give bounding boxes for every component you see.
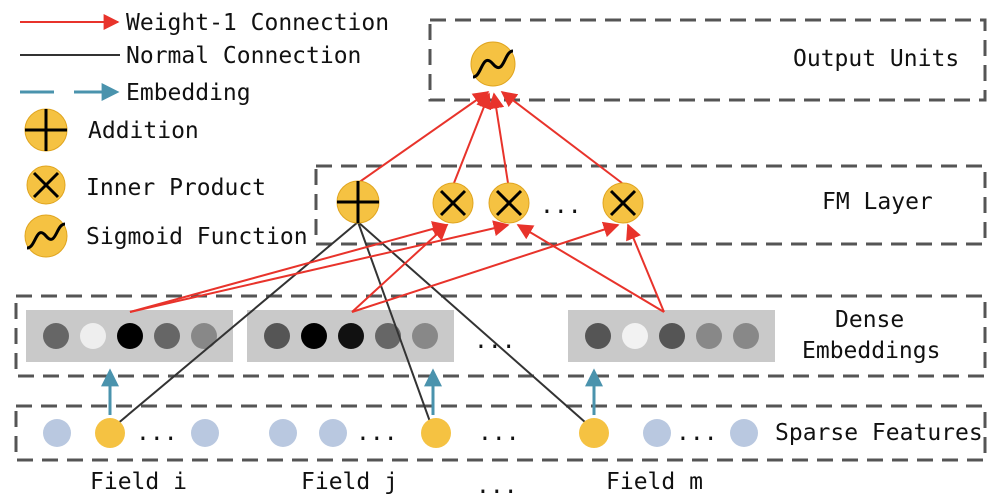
addition-icon xyxy=(24,108,68,152)
w1-line xyxy=(129,221,449,313)
w1-line xyxy=(500,91,623,184)
embedding-unit xyxy=(43,323,69,349)
field-j-label: Field j xyxy=(301,469,398,495)
embedding-unit xyxy=(264,323,290,349)
embedding-unit xyxy=(585,323,611,349)
fm-inner-product-node xyxy=(432,182,474,224)
fm-addition-node xyxy=(336,180,380,224)
w1-line xyxy=(626,223,665,313)
w1-line xyxy=(357,91,490,184)
dense-label-line1: Dense xyxy=(835,307,904,333)
w1-line xyxy=(453,92,492,184)
embedding-unit xyxy=(622,323,648,349)
embedding-unit xyxy=(154,323,180,349)
embedding-unit xyxy=(338,323,364,349)
sparse-features: ... ... ... ... xyxy=(43,418,758,448)
fm-layer-label: FM Layer xyxy=(822,189,933,215)
sparse-features-box xyxy=(14,404,987,462)
normal-line-field-i xyxy=(109,221,359,431)
fm-ellipsis: ... xyxy=(540,193,582,219)
sparse-ellipsis-mid: ... xyxy=(478,420,520,446)
field-m-label: Field m xyxy=(606,469,703,495)
embedding-unit xyxy=(301,323,327,349)
legend: Weight-1 Connection Normal Connection Em… xyxy=(20,10,389,258)
embedding-unit xyxy=(412,323,438,349)
legend-sigmoid-label: Sigmoid Function xyxy=(86,224,308,250)
legend-addition-label: Addition xyxy=(88,118,199,144)
legend-normal-label: Normal Connection xyxy=(126,43,361,69)
sparse-active-node-field-j xyxy=(421,418,451,448)
sparse-ellipsis-i: ... xyxy=(136,420,178,446)
w1-line xyxy=(351,221,620,313)
sparse-feature-node xyxy=(269,419,297,447)
sparse-feature-node xyxy=(319,419,347,447)
fm-layer-box xyxy=(314,164,987,246)
fm-inner-product-node xyxy=(602,182,644,224)
sparse-ellipsis-m: ... xyxy=(676,420,718,446)
dense-embedding-groups xyxy=(26,310,775,362)
sparse-active-node-field-i xyxy=(95,418,125,448)
embedding-unit xyxy=(733,323,759,349)
field-ellipsis: ... xyxy=(476,473,518,499)
embedding-unit xyxy=(375,323,401,349)
embedding-unit xyxy=(117,323,143,349)
embedding-unit xyxy=(80,323,106,349)
normal-line-field-m xyxy=(357,221,595,431)
inner-product-icon xyxy=(26,165,66,205)
sparse-feature-node xyxy=(730,419,758,447)
dense-ellipsis: ... xyxy=(474,328,516,354)
sparse-active-node-field-m xyxy=(579,418,609,448)
output-units-box xyxy=(428,18,987,102)
weight1-connections xyxy=(129,91,665,313)
dense-embeddings-box xyxy=(14,294,987,378)
dense-label-line2: Embeddings xyxy=(802,338,940,364)
output-units-label: Output Units xyxy=(793,46,959,72)
embedding-unit xyxy=(696,323,722,349)
sparse-feature-node xyxy=(43,419,71,447)
legend-inner-product-label: Inner Product xyxy=(86,175,266,201)
embedding-unit xyxy=(659,323,685,349)
fm-inner-product-node xyxy=(488,182,530,224)
legend-weight1-label: Weight-1 Connection xyxy=(126,10,389,36)
sigmoid-icon xyxy=(24,214,68,258)
embedding-unit xyxy=(191,323,217,349)
sparse-features-label: Sparse Features xyxy=(775,420,983,446)
field-i-label: Field i xyxy=(90,469,187,495)
w1-line xyxy=(351,223,449,313)
sparse-feature-node xyxy=(191,419,219,447)
sparse-feature-node xyxy=(643,419,671,447)
w1-line xyxy=(488,92,509,184)
w1-line xyxy=(516,224,665,313)
sparse-ellipsis-j: ... xyxy=(356,420,398,446)
embedding-arrows xyxy=(101,368,603,415)
legend-embedding-label: Embedding xyxy=(126,80,251,106)
output-sigmoid-node xyxy=(470,41,516,87)
